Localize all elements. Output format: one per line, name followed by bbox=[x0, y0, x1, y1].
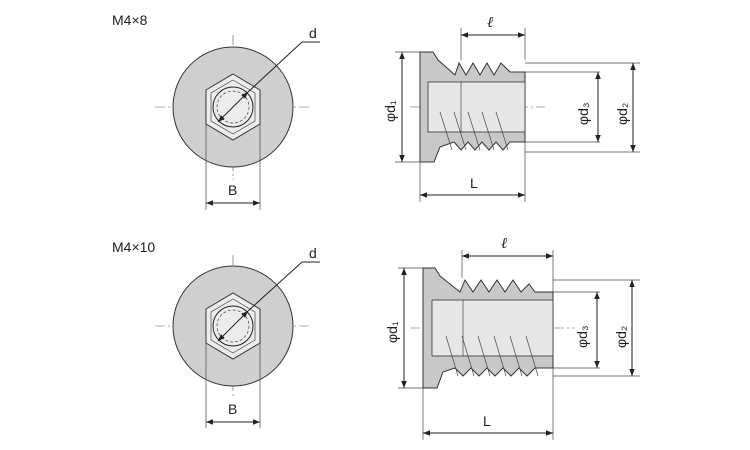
label-phi-d1: φd₁ bbox=[382, 100, 398, 122]
label-L: L bbox=[470, 175, 478, 191]
front-view: d B bbox=[155, 245, 320, 428]
label-phi-d3: φd₃ bbox=[574, 325, 590, 348]
front-view: d B bbox=[155, 25, 320, 210]
diagram-title: M4×8 bbox=[112, 12, 148, 28]
diagram-m4x8: M4×8 d B bbox=[112, 12, 640, 210]
label-l: ℓ bbox=[487, 13, 493, 31]
label-B: B bbox=[228, 182, 237, 198]
label-phi-d2: φd₂ bbox=[613, 326, 629, 348]
label-d: d bbox=[309, 25, 317, 41]
label-L: L bbox=[483, 413, 491, 429]
label-l: ℓ bbox=[501, 234, 507, 252]
label-B: B bbox=[228, 401, 237, 417]
label-phi-d2: φd₂ bbox=[614, 103, 630, 125]
label-phi-d1: φd₁ bbox=[384, 321, 400, 343]
diagram-title: M4×10 bbox=[112, 239, 155, 255]
label-phi-d3: φd₃ bbox=[575, 102, 591, 125]
diagram-m4x10: M4×10 d B bbox=[112, 234, 640, 440]
side-view: ℓ L φd₁ φd₃ φd₂ bbox=[382, 13, 640, 202]
side-view: ℓ L φd₁ φd₃ φd₂ bbox=[384, 234, 640, 440]
label-d: d bbox=[309, 245, 317, 261]
